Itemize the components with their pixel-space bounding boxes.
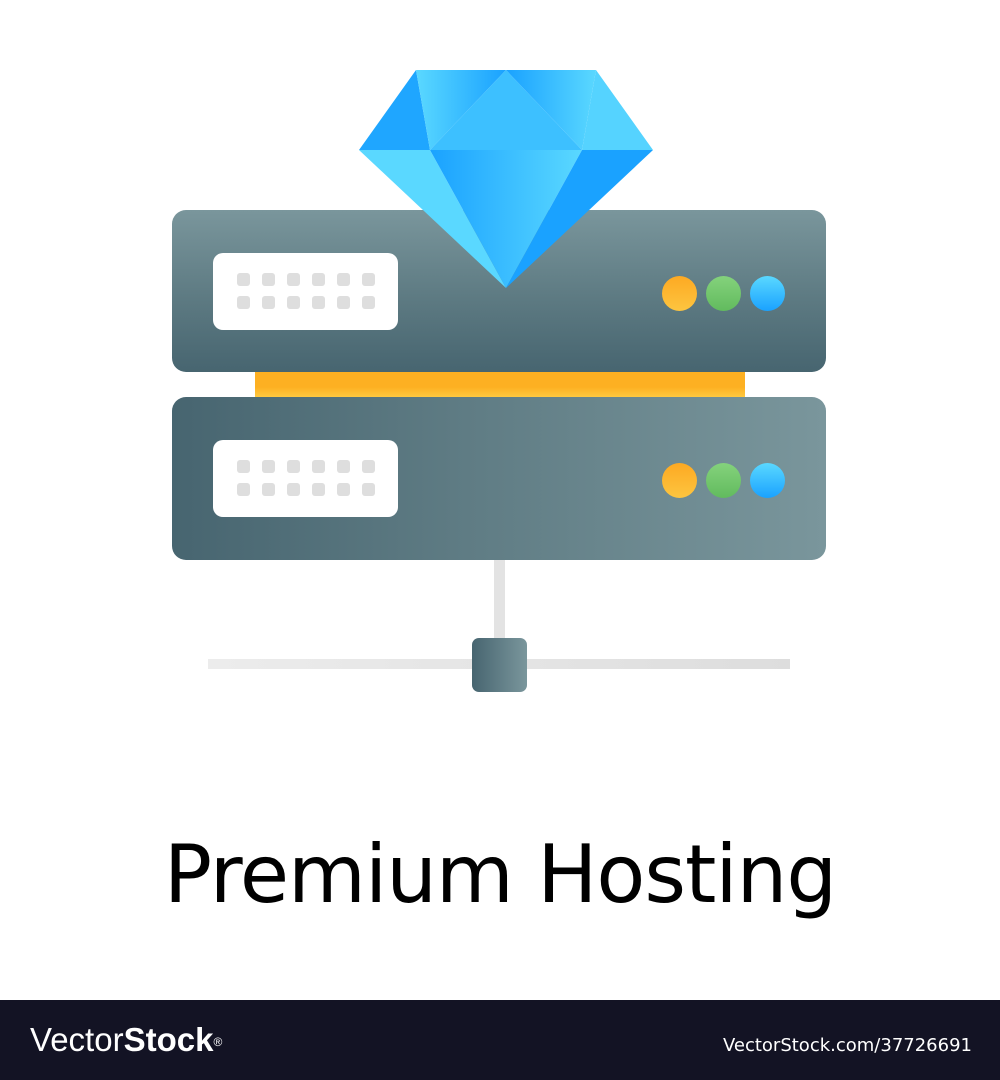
panel-dot <box>262 296 275 309</box>
panel-dot <box>312 460 325 473</box>
network-stem <box>494 560 505 640</box>
panel-dot <box>362 460 375 473</box>
status-led-blue-icon <box>750 276 785 311</box>
image-url: VectorStock.com/37726691 <box>722 1035 972 1056</box>
panel-dot <box>337 483 350 496</box>
watermark-footer <box>0 1000 1000 1080</box>
rack-connector-bar <box>255 372 745 397</box>
panel-dot <box>237 273 250 286</box>
panel-dot <box>337 296 350 309</box>
server-panel <box>213 253 398 330</box>
panel-dot <box>237 296 250 309</box>
status-led-orange-icon <box>662 276 697 311</box>
panel-dot <box>287 483 300 496</box>
panel-dot <box>337 460 350 473</box>
server-rack-bottom <box>172 397 826 560</box>
status-led-orange-icon <box>662 463 697 498</box>
panel-dot <box>237 483 250 496</box>
panel-dot <box>237 460 250 473</box>
logo-bold-text: Stock <box>123 1021 214 1058</box>
server-rack-top <box>172 210 826 372</box>
registered-mark: ® <box>213 1035 223 1049</box>
network-hub-icon <box>472 638 527 692</box>
panel-dot <box>362 483 375 496</box>
panel-dot <box>287 273 300 286</box>
status-led-green-icon <box>706 463 741 498</box>
status-led-blue-icon <box>750 463 785 498</box>
diamond-icon <box>359 70 653 288</box>
vectorstock-logo: VectorStock® <box>30 1020 222 1060</box>
panel-dot <box>362 273 375 286</box>
panel-dot <box>312 296 325 309</box>
panel-dot <box>312 273 325 286</box>
server-panel <box>213 440 398 517</box>
panel-dot <box>262 273 275 286</box>
panel-dot <box>362 296 375 309</box>
panel-dot <box>262 483 275 496</box>
panel-dot <box>312 483 325 496</box>
illustration-title: Premium Hosting <box>163 828 837 921</box>
logo-light-text: Vector <box>30 1021 124 1058</box>
status-led-green-icon <box>706 276 741 311</box>
panel-dot <box>337 273 350 286</box>
panel-dot <box>287 296 300 309</box>
panel-dot <box>287 460 300 473</box>
panel-dot <box>262 460 275 473</box>
